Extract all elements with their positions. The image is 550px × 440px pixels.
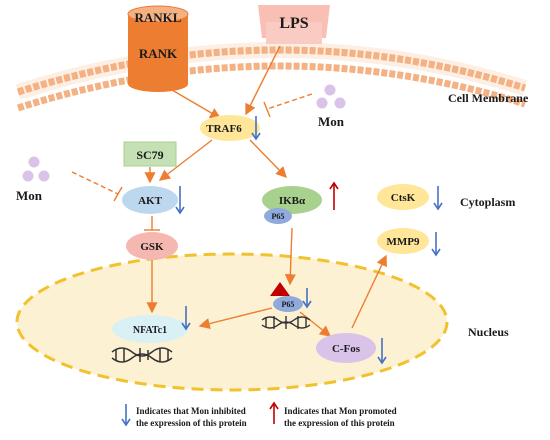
- ctsk-label: CtsK: [391, 192, 416, 204]
- p65-cyto-label: P65: [272, 212, 285, 221]
- ikba-label: IKBα: [279, 195, 306, 207]
- p65-nuc-node: P65: [270, 282, 303, 312]
- gsk-label: GSK: [140, 241, 164, 253]
- gsk-node: GSK: [126, 232, 178, 260]
- rank-receptor: RANKL RANK: [127, 5, 189, 92]
- cytoplasm-label: Cytoplasm: [460, 195, 515, 209]
- dna-icon: [111, 347, 173, 363]
- mon-molecule-icon-right: [316, 84, 346, 109]
- legend-up-line2: the expression of this protein: [284, 418, 395, 428]
- nfatc1-node: NFATc1: [112, 315, 188, 343]
- up-arrow-icon: [269, 401, 279, 424]
- lps-label: LPS: [279, 15, 308, 32]
- arrow-lps-traf6: [245, 45, 281, 116]
- legend: Indicates that Mon inhibited the express…: [121, 401, 397, 428]
- arrow-traf6-akt: [158, 139, 213, 181]
- ikba-node: IKBα: [262, 186, 322, 214]
- down-arrow-icon: [121, 404, 131, 427]
- mon-label-left: Mon: [16, 188, 43, 203]
- cfos-node: C-Fos: [316, 333, 376, 363]
- p65-cyto-node: P65: [264, 208, 292, 224]
- arrow-rank-traf6: [171, 89, 222, 119]
- cell-membrane: [15, 41, 528, 112]
- dna-icon: [261, 316, 311, 329]
- down-arrow-icon: [431, 232, 441, 257]
- traf6-node: TRAF6: [200, 115, 260, 141]
- mon-label-right: Mon: [318, 114, 345, 129]
- nfatc1-label: NFATc1: [133, 325, 167, 336]
- triangle-icon: [270, 282, 290, 296]
- sc79-label: SC79: [136, 148, 163, 162]
- cell-membrane-label: Cell Membrane: [448, 91, 529, 105]
- legend-down-line1: Indicates that Mon inhibited: [136, 406, 246, 416]
- traf6-label: TRAF6: [206, 123, 242, 135]
- down-arrow-icon: [181, 306, 191, 331]
- arrow-p65-nfatc1: [198, 307, 273, 330]
- down-arrow-icon: [251, 116, 261, 141]
- inhibition-lines: [71, 93, 313, 231]
- down-arrow-icon: [377, 338, 387, 365]
- arrow-p65-cfos: [299, 311, 332, 337]
- lps-box: LPS: [258, 5, 330, 44]
- sc79-node: SC79: [123, 141, 177, 167]
- nucleus-label: Nucleus: [468, 325, 509, 339]
- cfos-label: C-Fos: [332, 343, 361, 355]
- arrow-cfos-mmp9: [351, 254, 387, 329]
- mon-molecule-icon-left: [22, 156, 50, 182]
- nucleus: [15, 252, 449, 392]
- pathway-arrows: [144, 45, 387, 337]
- legend-up-line1: Indicates that Mon promoted: [284, 406, 397, 416]
- arrow-p65-nucleus: [284, 227, 296, 286]
- rank-label: RANK: [139, 46, 178, 61]
- mmp9-label: MMP9: [387, 236, 420, 248]
- ctsk-node: CtsK: [377, 184, 429, 210]
- p65-nuc-label: P65: [282, 300, 295, 309]
- up-arrow-icon: [329, 181, 339, 210]
- akt-label: AKT: [138, 195, 163, 207]
- down-arrow-icon: [175, 186, 185, 215]
- down-arrow-icon: [433, 186, 443, 211]
- akt-node: AKT: [122, 186, 178, 214]
- rankl-label: RANKL: [135, 10, 182, 25]
- arrow-traf6-ikba: [249, 139, 287, 179]
- legend-down-line2: the expression of this protein: [136, 418, 247, 428]
- down-arrow-icon: [302, 288, 312, 309]
- mmp9-node: MMP9: [377, 228, 429, 254]
